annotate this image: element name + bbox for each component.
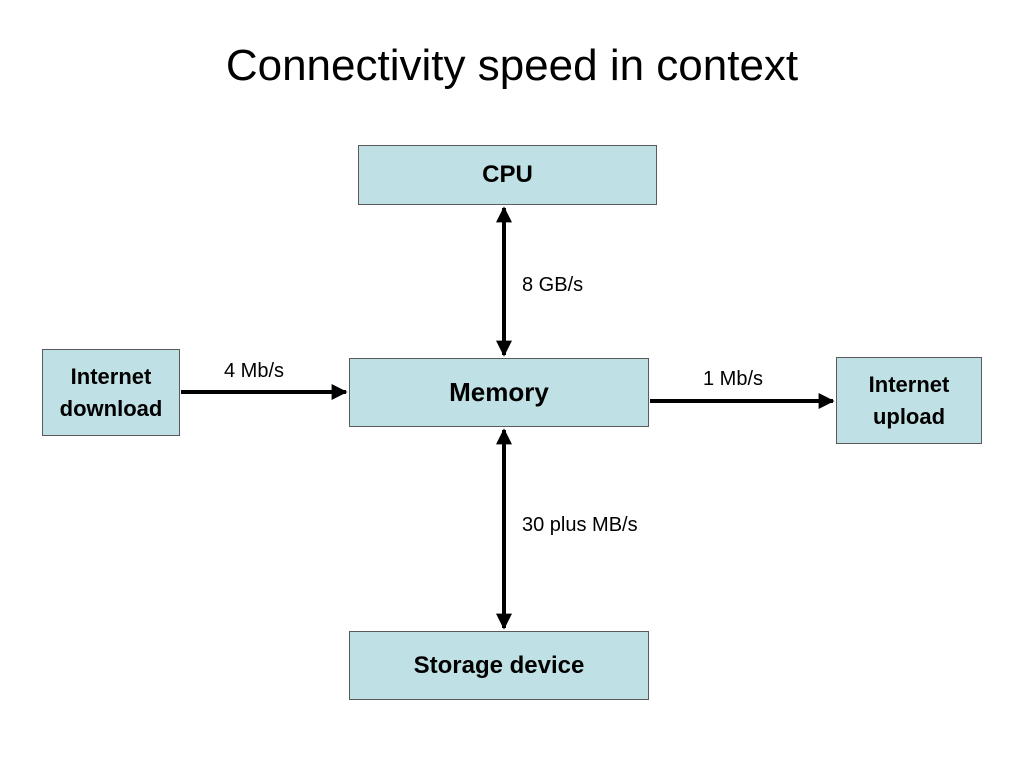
node-cpu-label: CPU [482,161,533,188]
node-internet-download: Internet download [42,349,180,436]
node-storage-label: Storage device [413,651,585,679]
link-label-memory-upload: 1 Mb/s [703,368,764,390]
slide-title: Connectivity speed in context [225,41,799,90]
node-storage: Storage device [349,631,649,700]
node-memory: Memory [349,358,649,427]
node-memory-label: Memory [449,377,549,407]
link-label-cpu-memory: 8 GB/s [522,274,584,296]
node-internet-upload: Internet upload [836,357,982,444]
node-upload-line1: Internet [868,371,950,397]
node-download-line2: download [59,395,163,421]
node-cpu: CPU [358,145,657,205]
link-label-download-memory: 4 Mb/s [224,360,285,382]
node-upload-line2: upload [872,403,946,429]
node-download-line1: Internet [70,363,152,389]
link-label-memory-storage: 30 plus MB/s [522,514,638,536]
